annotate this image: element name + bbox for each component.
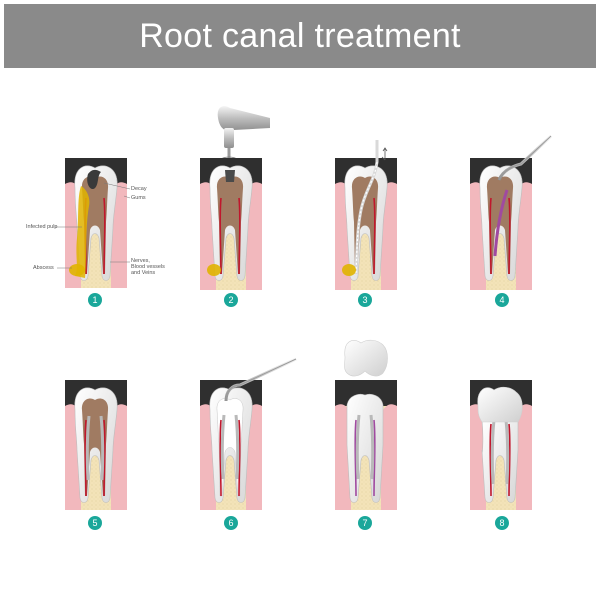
stage-2-diagram xyxy=(200,106,270,290)
step-badge-5: 5 xyxy=(88,516,102,530)
step-badge-4: 4 xyxy=(495,293,509,307)
stage-1-diagram xyxy=(65,158,127,288)
page-title: Root canal treatment xyxy=(139,16,461,55)
label-gums: Gums xyxy=(131,195,146,201)
stage-4-diagram xyxy=(470,134,553,290)
title-banner: Root canal treatment xyxy=(4,4,596,68)
step-badge-8: 8 xyxy=(495,516,509,530)
label-decay: Decay xyxy=(131,186,147,192)
label-abscess: Abscess xyxy=(33,265,54,271)
step-badge-1: 1 xyxy=(88,293,102,307)
step-badge-6: 6 xyxy=(224,516,238,530)
stage-7-diagram xyxy=(335,339,397,510)
label-nerves-line3: and Veins xyxy=(131,270,156,276)
step-badge-7: 7 xyxy=(358,516,372,530)
label-infected-pulp: Infected pulp xyxy=(26,224,58,230)
stage-6-diagram xyxy=(200,357,297,510)
label-nerves-line2: Blood vessels xyxy=(131,264,165,270)
step-badge-3: 3 xyxy=(358,293,372,307)
step-badge-2: 2 xyxy=(224,293,238,307)
stage-3-diagram xyxy=(335,140,397,290)
stage-5-diagram xyxy=(65,380,127,510)
stage-8-diagram xyxy=(470,380,532,510)
label-nerves-line1: Nerves, xyxy=(131,258,150,264)
